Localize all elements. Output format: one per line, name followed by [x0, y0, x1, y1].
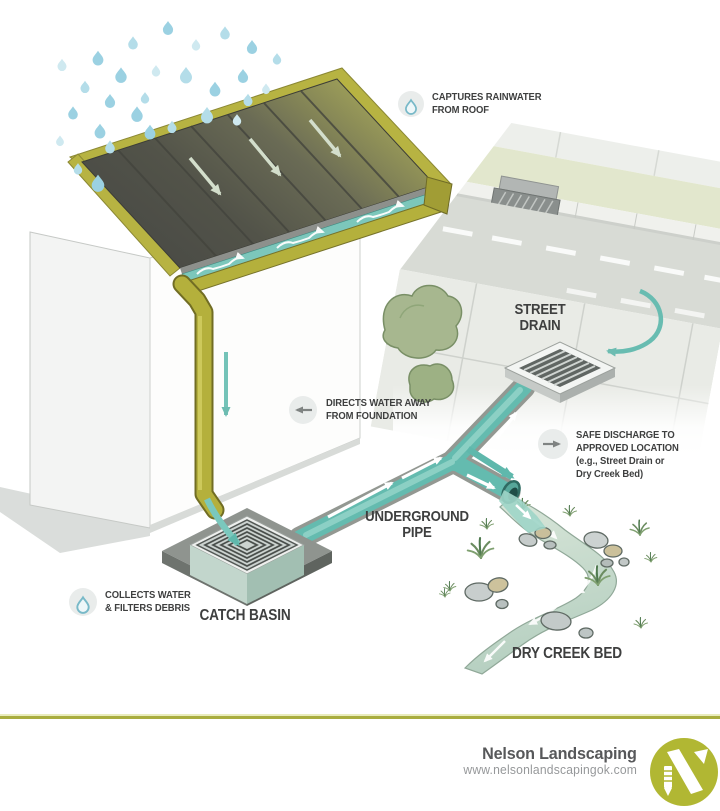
annotation-captures-rainwater: CAPTURES RAINWATER FROM ROOF [432, 91, 542, 116]
basin-inflow-arrow [204, 497, 241, 547]
bush [382, 284, 463, 403]
footer-divider [0, 716, 720, 719]
company-logo [650, 738, 718, 806]
underground-pipe [288, 375, 546, 550]
pipe-flow-arrows [327, 411, 518, 519]
annotation-collects-water: COLLECTS WATER & FILTERS DEBRIS [105, 589, 191, 614]
logo-n-serif [694, 749, 708, 764]
roof [67, 67, 451, 277]
discharge-arrow [466, 446, 515, 480]
icon-directs [289, 396, 317, 424]
footer-divider-glow [0, 714, 720, 716]
wall-base-shadow [150, 438, 360, 533]
house-left-wall [29, 231, 151, 529]
grass-strip [400, 130, 720, 233]
roof-flow-arrows [188, 118, 342, 196]
roof-deck-edge [180, 185, 437, 274]
street-drain [503, 288, 664, 403]
icon-collects [69, 588, 97, 616]
catch-basin-grate [195, 519, 299, 571]
roof-face [81, 78, 436, 269]
label-underground-pipe: UNDERGROUND PIPE [365, 508, 469, 541]
curb [398, 169, 720, 249]
icon-captures [398, 91, 424, 117]
catch-basin [162, 497, 332, 606]
label-street-drain: STREET DRAIN [514, 301, 566, 334]
label-dry-creek-bed: DRY CREEK BED [512, 645, 622, 662]
company-name: Nelson Landscaping [482, 744, 637, 763]
annotation-directs-water: DIRECTS WATER AWAY FROM FOUNDATION [326, 397, 432, 422]
company-website: www.nelsonlandscapingok.com [463, 763, 637, 777]
gutter-end-cap [423, 176, 453, 215]
gutter-flow-arrows [196, 199, 405, 275]
creek-rocks [464, 526, 630, 639]
label-catch-basin: CATCH BASIN [199, 607, 291, 624]
street-drain-arrow [606, 288, 664, 357]
annotation-safe-discharge: SAFE DISCHARGE TO APPROVED LOCATION (e.g… [576, 429, 679, 480]
logo-screw [664, 766, 672, 788]
road [383, 185, 720, 329]
street-drain-grate [519, 349, 601, 387]
gutter-downspout [172, 176, 453, 520]
pipe-outlet [499, 480, 546, 533]
dry-creek-bed [438, 495, 658, 675]
lane-dashes [393, 217, 720, 319]
back-sidewalk [467, 115, 720, 195]
icon-safe [538, 429, 568, 459]
logo-n-diagonal [667, 749, 703, 794]
